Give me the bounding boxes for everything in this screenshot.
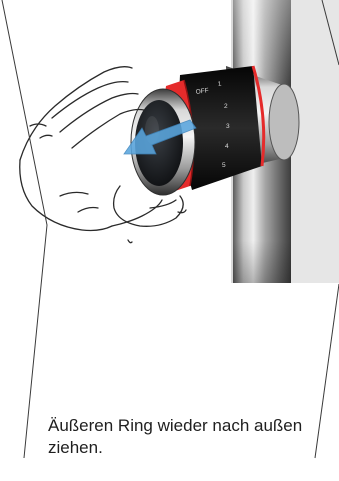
scale-label: 3: [226, 123, 230, 130]
scale-label: 5: [222, 162, 226, 169]
scale-label: 2: [224, 103, 228, 110]
instruction-caption: Äußeren Ring wieder nach außen ziehen.: [48, 415, 313, 459]
scale-label: 4: [225, 143, 229, 150]
